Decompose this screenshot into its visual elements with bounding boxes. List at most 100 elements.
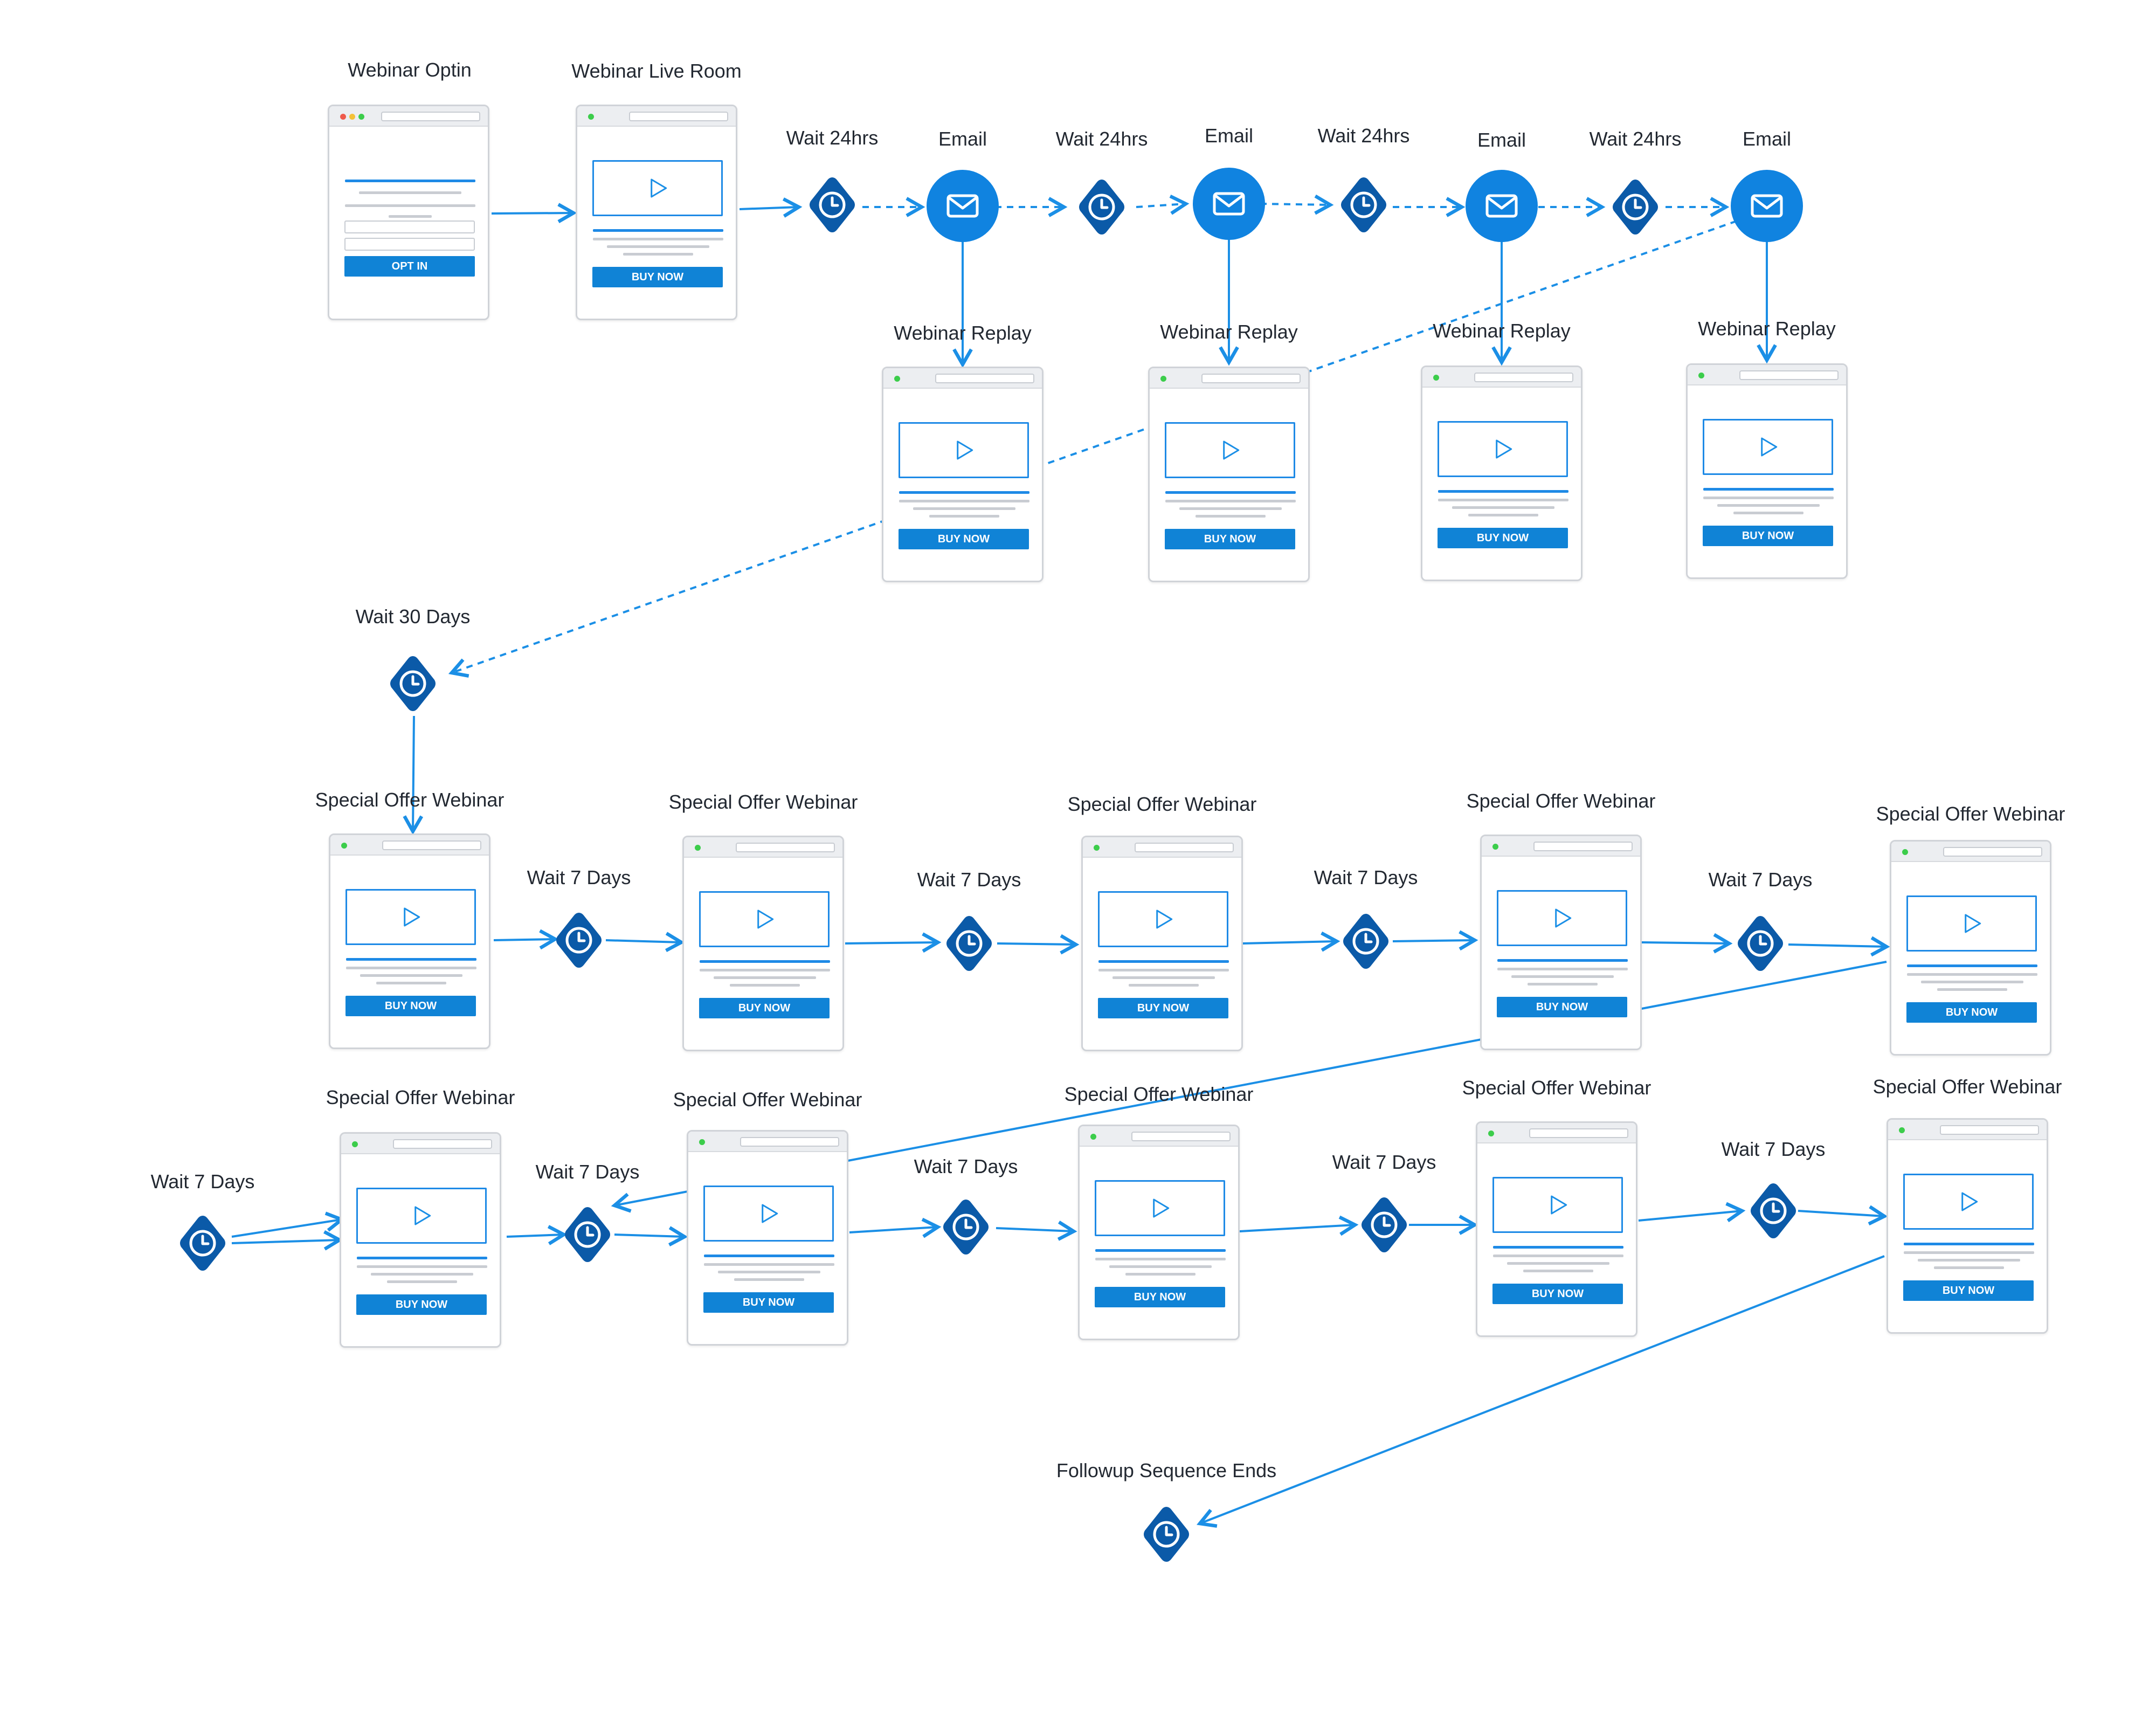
page-special-offer-webinar[interactable]: BUY NOW — [340, 1132, 501, 1348]
buy-now-button[interactable]: BUY NOW — [899, 529, 1029, 549]
play-icon[interactable] — [756, 909, 775, 929]
video-player[interactable] — [699, 891, 830, 947]
window-dot — [588, 114, 594, 120]
play-icon[interactable] — [413, 1205, 432, 1226]
wait-7-days-node[interactable] — [936, 1197, 996, 1257]
buy-now-button[interactable]: BUY NOW — [703, 1292, 834, 1313]
video-player[interactable] — [1497, 890, 1627, 946]
page-special-offer-webinar[interactable]: BUY NOW — [329, 833, 490, 1049]
wait-24hrs-node[interactable] — [1606, 177, 1665, 237]
page-special-offer-webinar[interactable]: BUY NOW — [1078, 1125, 1240, 1340]
page-webinar-replay[interactable]: BUY NOW — [1686, 363, 1848, 579]
play-icon[interactable] — [1964, 913, 1982, 934]
buy-now-button[interactable]: BUY NOW — [1438, 528, 1568, 548]
headline-bar — [704, 1255, 834, 1257]
play-icon[interactable] — [956, 440, 974, 460]
clock-icon — [1352, 928, 1379, 955]
play-icon[interactable] — [1152, 1198, 1170, 1218]
headline-bar — [899, 491, 1029, 494]
wait-7-days-node[interactable] — [1731, 914, 1790, 973]
video-player[interactable] — [703, 1186, 834, 1242]
label-email: Email — [1477, 129, 1526, 151]
text-line — [359, 191, 461, 194]
wait-7-days-node[interactable] — [173, 1214, 232, 1273]
page-special-offer-webinar[interactable]: BUY NOW — [687, 1130, 848, 1346]
video-player[interactable] — [1903, 1174, 2034, 1230]
opt-in-button[interactable]: OPT IN — [344, 256, 475, 277]
play-icon[interactable] — [1554, 908, 1572, 928]
video-player[interactable] — [1438, 421, 1568, 477]
buy-now-button[interactable]: BUY NOW — [1703, 526, 1833, 546]
sequence-end-node[interactable] — [1137, 1505, 1196, 1564]
wait-7-days-node[interactable] — [939, 914, 999, 973]
page-webinar-replay[interactable]: BUY NOW — [882, 367, 1044, 582]
buy-now-button[interactable]: BUY NOW — [356, 1294, 487, 1315]
play-icon[interactable] — [403, 907, 421, 927]
buy-now-button[interactable]: BUY NOW — [1095, 1287, 1225, 1307]
play-icon[interactable] — [1495, 439, 1513, 459]
video-player[interactable] — [1095, 1180, 1225, 1236]
buy-now-button[interactable]: BUY NOW — [1497, 997, 1627, 1017]
video-player[interactable] — [1703, 419, 1833, 475]
buy-now-button[interactable]: BUY NOW — [1165, 529, 1295, 549]
page-webinar-optin[interactable]: OPT IN — [328, 105, 489, 320]
wait-24hrs-node[interactable] — [1072, 177, 1131, 237]
play-icon[interactable] — [649, 178, 668, 198]
window-dots — [1698, 371, 1708, 378]
play-icon[interactable] — [1155, 909, 1173, 929]
video-player[interactable] — [1906, 895, 2037, 952]
wait-30-days-node[interactable] — [383, 654, 443, 713]
buy-now-button[interactable]: BUY NOW — [699, 998, 830, 1018]
buy-now-button[interactable]: BUY NOW — [1098, 998, 1228, 1018]
form-input[interactable] — [344, 238, 475, 251]
connector-to-end — [1196, 1255, 1885, 1528]
wait-7-days-node[interactable] — [1336, 912, 1395, 971]
page-special-offer-webinar[interactable]: BUY NOW — [1890, 840, 2051, 1056]
video-player[interactable] — [1098, 891, 1228, 947]
buy-now-button[interactable]: BUY NOW — [592, 267, 723, 287]
play-icon[interactable] — [1550, 1195, 1568, 1215]
email-node[interactable] — [1193, 168, 1265, 240]
video-player[interactable] — [345, 889, 476, 945]
video-player[interactable] — [592, 160, 723, 216]
email-node[interactable] — [927, 170, 999, 242]
wait-7-days-node[interactable] — [558, 1205, 617, 1264]
text-line — [704, 1263, 834, 1266]
wait-7-days-node[interactable] — [1744, 1181, 1803, 1240]
wait-7-days-node[interactable] — [1355, 1195, 1414, 1255]
headline-bar — [593, 229, 723, 232]
page-webinar-live-room[interactable]: BUY NOW — [576, 105, 737, 320]
video-player[interactable] — [1492, 1177, 1623, 1233]
page-webinar-replay[interactable]: BUY NOW — [1421, 366, 1583, 581]
form-input[interactable] — [344, 220, 475, 233]
video-player[interactable] — [899, 422, 1029, 478]
play-icon[interactable] — [1760, 437, 1778, 457]
text-line — [357, 1265, 487, 1268]
play-icon[interactable] — [1222, 440, 1240, 460]
buy-now-button[interactable]: BUY NOW — [1903, 1280, 2034, 1301]
video-player[interactable] — [356, 1188, 487, 1244]
label-wait-7-days: Wait 7 Days — [150, 1170, 255, 1193]
email-node[interactable] — [1731, 170, 1803, 242]
play-icon[interactable] — [761, 1203, 779, 1224]
wait-24hrs-node[interactable] — [1334, 175, 1393, 235]
page-special-offer-webinar[interactable]: BUY NOW — [1081, 836, 1243, 1051]
page-special-offer-webinar[interactable]: BUY NOW — [1480, 835, 1642, 1050]
page-special-offer-webinar[interactable]: BUY NOW — [1476, 1121, 1637, 1337]
play-icon[interactable] — [1960, 1191, 1979, 1212]
buy-now-button[interactable]: BUY NOW — [1492, 1284, 1623, 1304]
buy-now-button[interactable]: BUY NOW — [345, 996, 476, 1016]
email-node[interactable] — [1466, 170, 1538, 242]
video-player[interactable] — [1165, 422, 1295, 478]
page-webinar-replay[interactable]: BUY NOW — [1148, 367, 1310, 582]
clock-icon — [952, 1214, 979, 1240]
page-special-offer-webinar[interactable]: BUY NOW — [1887, 1118, 2048, 1334]
buy-now-button[interactable]: BUY NOW — [1906, 1002, 2037, 1023]
window-dot — [1090, 1134, 1096, 1140]
wait-24hrs-node[interactable] — [803, 175, 862, 235]
label-wait-7-days: Wait 7 Days — [1708, 869, 1813, 891]
text-line — [1497, 968, 1628, 970]
wait-7-days-node[interactable] — [549, 911, 609, 970]
page-special-offer-webinar[interactable]: BUY NOW — [682, 836, 844, 1051]
